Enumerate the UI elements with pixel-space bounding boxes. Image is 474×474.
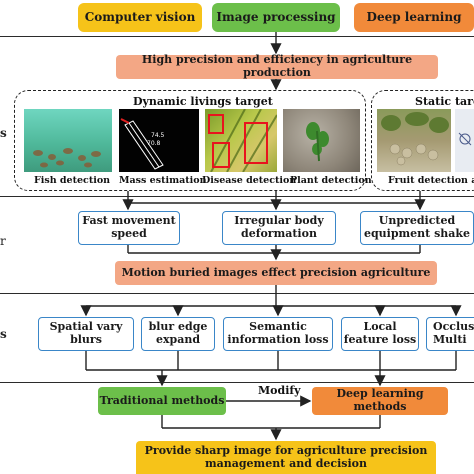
result-line2: management and decision (204, 456, 368, 470)
traditional-methods-box: Traditional methods (98, 387, 226, 415)
separator-2 (0, 196, 474, 197)
separator-3 (0, 293, 474, 294)
cause-box-3: Unpredicted equipment shake (360, 211, 474, 245)
dynamic-targets-group (14, 90, 366, 191)
effect-3-line1: Semantic (249, 320, 307, 334)
effect-2-line2: expand (155, 333, 201, 346)
computer-vision-box: Computer vision (78, 3, 202, 32)
cause-3-line1: Unpredicted (378, 214, 456, 228)
effect-4-line2: feature loss (343, 333, 417, 346)
disease-caption: Disease detection (202, 175, 297, 186)
disease-photo (205, 109, 277, 172)
side-label-3: s (0, 327, 7, 341)
fruit-photo-2 (455, 109, 474, 172)
cause-box-1: Fast movement speed (78, 211, 180, 245)
fish-photo (24, 109, 112, 172)
separator-1 (0, 36, 474, 37)
image-processing-box: Image processing (212, 3, 340, 32)
static-title: Static targ (415, 95, 474, 108)
effect-1-line2: blurs (70, 333, 102, 346)
modify-label: Modify (258, 384, 301, 397)
fruit-photo (377, 109, 451, 172)
separator-4 (0, 382, 474, 383)
effect-3-line2: information loss (227, 333, 329, 346)
effect-box-1: Spatial vary blurs (38, 317, 134, 351)
fruit-caption: Fruit detection an (388, 175, 474, 186)
goal-box: High precision and efficiency in agricul… (116, 54, 438, 79)
effect-box-5: Occlus Multi (426, 317, 474, 351)
dynamic-title: Dynamic livings target (133, 95, 273, 108)
effect-5-line1: Occlus (433, 320, 474, 334)
plant-caption: Plant detection (290, 175, 372, 186)
effect-2-line1: blur edge (148, 320, 208, 334)
effect-box-3: Semantic information loss (223, 317, 333, 351)
plant-photo (283, 109, 360, 172)
effect-1-line1: Spatial vary (49, 320, 123, 334)
effect-5-line2: Multi (433, 333, 467, 346)
effect-box-4: Local feature loss (341, 317, 419, 351)
cause-2-line1: Irregular body (234, 214, 324, 228)
mass-number-1: 74.5 (151, 132, 165, 139)
problem-box: Motion buried images effect precision ag… (115, 261, 437, 285)
result-line1: Provide sharp image for agriculture prec… (144, 443, 428, 457)
cause-3-line2: equipment shake (363, 227, 471, 240)
cause-box-2: Irregular body deformation (222, 211, 336, 245)
deep-learning-methods-box: Deep learning methods (312, 387, 448, 415)
mass-caption: Mass estimation (119, 175, 207, 186)
deep-learning-box: Deep learning (354, 3, 474, 32)
static-targets-group (371, 90, 474, 191)
cause-2-line2: deformation (241, 227, 317, 240)
mass-number-2: 70.8 (147, 140, 161, 147)
effect-box-2: blur edge expand (141, 317, 215, 351)
mass-photo: 74.5 70.8 (119, 109, 199, 172)
side-label-2: r (0, 234, 6, 248)
effect-4-line1: Local (363, 320, 397, 334)
result-box: Provide sharp image for agriculture prec… (136, 441, 436, 474)
cause-1-line1: Fast movement (82, 214, 176, 228)
side-label-1: s (0, 126, 7, 140)
cause-1-line2: speed (111, 227, 147, 240)
fish-caption: Fish detection (34, 175, 111, 186)
